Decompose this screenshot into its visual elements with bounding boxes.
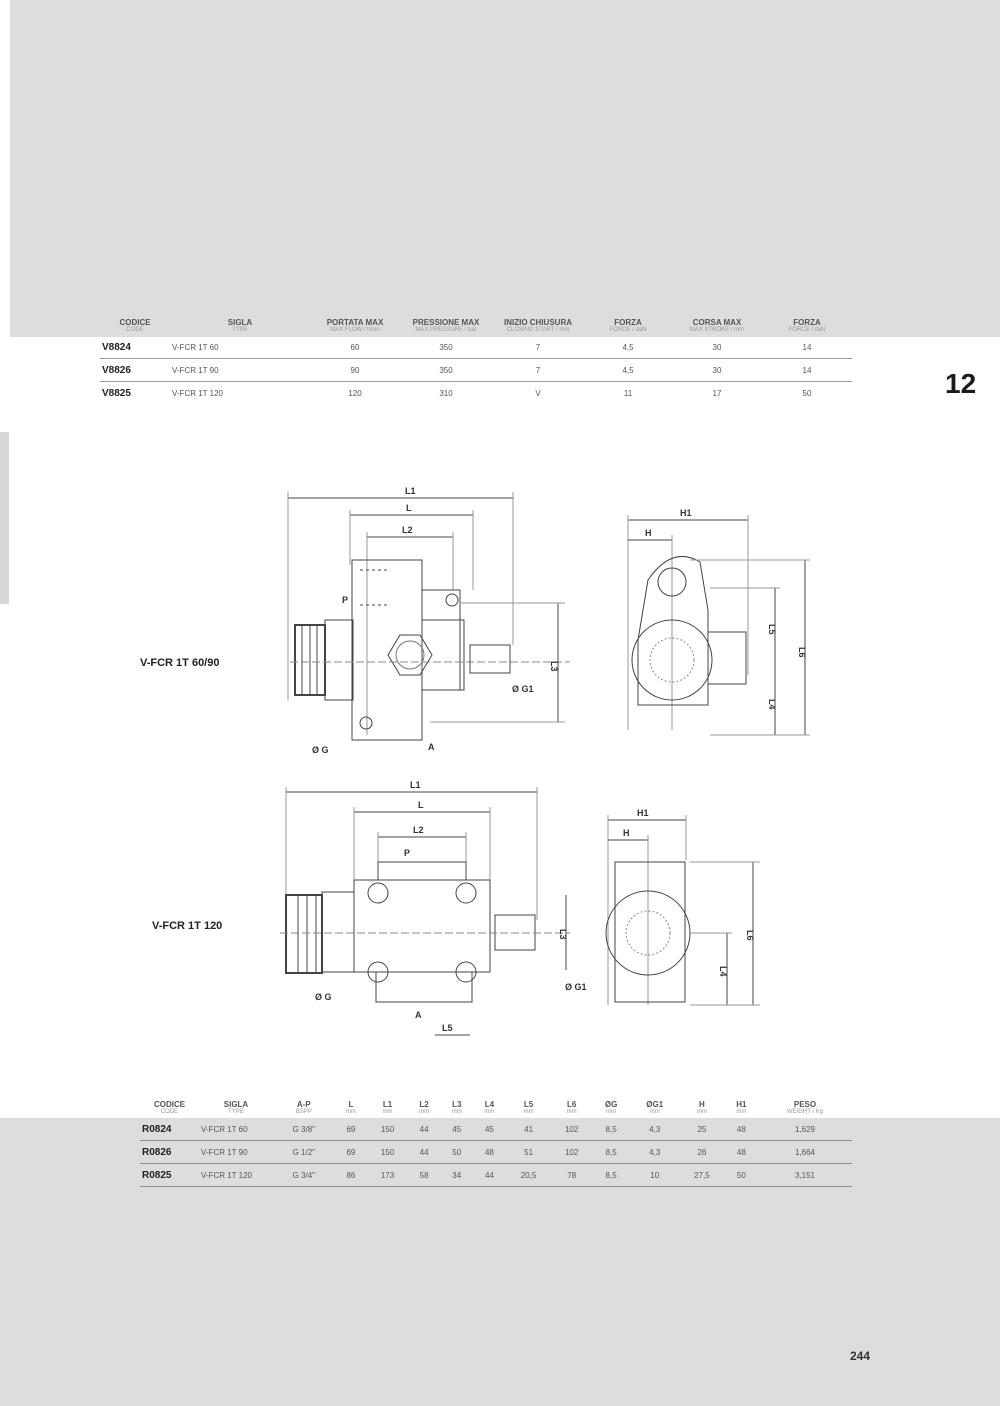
svg-text:Ø G: Ø G [312, 745, 329, 755]
model-label-60-90: V-FCR 1T 60/90 [140, 657, 220, 669]
svg-text:A: A [428, 742, 435, 752]
svg-text:L2: L2 [413, 825, 424, 835]
svg-text:L6: L6 [745, 930, 755, 941]
page-number: 244 [850, 1349, 871, 1363]
model-label-120: V-FCR 1T 120 [152, 920, 223, 932]
svg-text:H: H [645, 528, 652, 538]
dim-label: L1 [405, 486, 416, 496]
svg-text:L6: L6 [797, 647, 807, 658]
svg-text:P: P [404, 848, 410, 858]
svg-text:L4: L4 [767, 699, 777, 710]
svg-text:L3: L3 [558, 929, 568, 940]
svg-text:H: H [623, 828, 630, 838]
svg-text:L5: L5 [767, 624, 777, 635]
drawing-60-90-side-view: H1 H L5 L4 L6 [590, 500, 830, 750]
svg-text:P: P [342, 595, 348, 605]
svg-text:L5: L5 [442, 1023, 453, 1033]
svg-text:A: A [415, 1010, 422, 1020]
svg-text:Ø G1: Ø G1 [512, 684, 534, 694]
svg-text:L: L [406, 503, 412, 513]
svg-text:H1: H1 [637, 808, 649, 818]
svg-text:L3: L3 [549, 661, 559, 672]
svg-text:H1: H1 [680, 508, 692, 518]
svg-text:Ø G1: Ø G1 [565, 982, 587, 992]
svg-text:Ø G: Ø G [315, 992, 332, 1002]
svg-text:L2: L2 [402, 525, 413, 535]
header-band [10, 0, 1000, 337]
drawing-120-front-view: L1 L L2 P L3 Ø G1 Ø G A L5 [270, 770, 610, 1050]
svg-text:L: L [418, 800, 424, 810]
svg-text:L4: L4 [718, 966, 728, 977]
chapter-number: 12 [945, 368, 977, 399]
side-tab-marker [0, 432, 9, 604]
svg-text:L1: L1 [410, 780, 421, 790]
drawing-120-side-view: H1 H L4 L6 [590, 790, 790, 1020]
drawing-60-90-front-view: L1 L L2 P L3 Ø G1 Ø G A [270, 470, 590, 760]
